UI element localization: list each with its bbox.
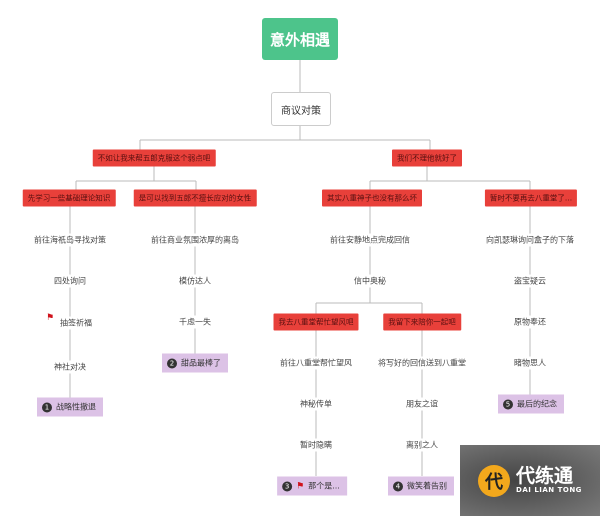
step-node[interactable]: 神社对决	[51, 360, 89, 374]
ending-label: 战略性撤退	[56, 402, 96, 412]
branch-node[interactable]: 我去八重堂帮忙望风吧	[273, 313, 359, 331]
ending-node[interactable]: 1 战略性撤退	[37, 397, 103, 417]
step-node[interactable]: 前往商业氛围浓厚的离岛	[148, 233, 242, 247]
step-node[interactable]: 朋友之谊	[403, 397, 441, 411]
branch-node[interactable]: 暂时不要再去八重堂了...	[484, 189, 578, 207]
ending-label: 甜品最棒了	[181, 358, 221, 368]
watermark-pinyin: DAI LIAN TONG	[516, 486, 582, 494]
branch-node[interactable]: 先学习一些基础理论知识	[22, 189, 116, 207]
step-node[interactable]: 前往八重堂帮忙望风	[277, 356, 355, 370]
step-node[interactable]: 四处询问	[51, 274, 89, 288]
ending-node[interactable]: 4 微笑着告别	[388, 476, 454, 496]
number-badge: 2	[167, 358, 177, 368]
branch-node[interactable]: 其实八重神子也没有那么坏	[322, 189, 422, 207]
step-node[interactable]: 将写好的回信送到八重堂	[375, 356, 469, 370]
branch-node[interactable]: 不如让我来帮五郎克服这个弱点吧	[92, 149, 216, 167]
sub-node[interactable]: 商议对策	[271, 92, 331, 126]
number-badge: 1	[42, 402, 52, 412]
branch-node[interactable]: 我们不理他就好了	[392, 149, 462, 167]
step-node[interactable]: 抽签祈福	[57, 316, 95, 330]
flag-icon: ⚑	[46, 313, 55, 323]
ending-label: 最后的纪念	[517, 399, 557, 409]
branch-node[interactable]: 我留下来陪你一起吧	[383, 313, 461, 331]
ending-label: 那个是...	[308, 481, 340, 491]
step-node[interactable]: 模仿达人	[176, 274, 214, 288]
step-node[interactable]: 千虑一失	[176, 315, 214, 329]
step-node[interactable]: 原物奉还	[511, 315, 549, 329]
step-node[interactable]: 盗宝疑云	[511, 274, 549, 288]
branch-node[interactable]: 是可以找到五郎不擅长应对的女性	[133, 189, 257, 207]
watermark: 代 代练通 DAI LIAN TONG	[460, 445, 600, 516]
ending-node[interactable]: 3⚑那个是...	[277, 476, 347, 496]
number-badge: 4	[393, 481, 403, 491]
step-node[interactable]: 神秘传单	[297, 397, 335, 411]
number-badge: 3	[282, 481, 293, 491]
step-node[interactable]: 向凯瑟琳询问盒子的下落	[483, 233, 577, 247]
step-node[interactable]: 离别之人	[403, 438, 441, 452]
ending-label: 微笑着告别	[407, 481, 447, 491]
ending-node[interactable]: 5 最后的纪念	[498, 394, 564, 414]
step-node[interactable]: 前往安静地点完成回信	[327, 233, 413, 247]
number-badge: 5	[503, 399, 513, 409]
watermark-logo: 代	[478, 464, 511, 497]
step-node[interactable]: 信中奥秘	[351, 274, 389, 288]
step-node[interactable]: 睹物思人	[511, 356, 549, 370]
watermark-name: 代练通	[516, 465, 574, 487]
step-node[interactable]: 前往海祇岛寻找对策	[31, 233, 109, 247]
step-node[interactable]: 暂时隐瞒	[297, 438, 335, 452]
root-node[interactable]: 意外相遇	[262, 18, 338, 60]
flag-icon: ⚑	[296, 481, 305, 491]
ending-node[interactable]: 2 甜品最棒了	[162, 353, 228, 373]
